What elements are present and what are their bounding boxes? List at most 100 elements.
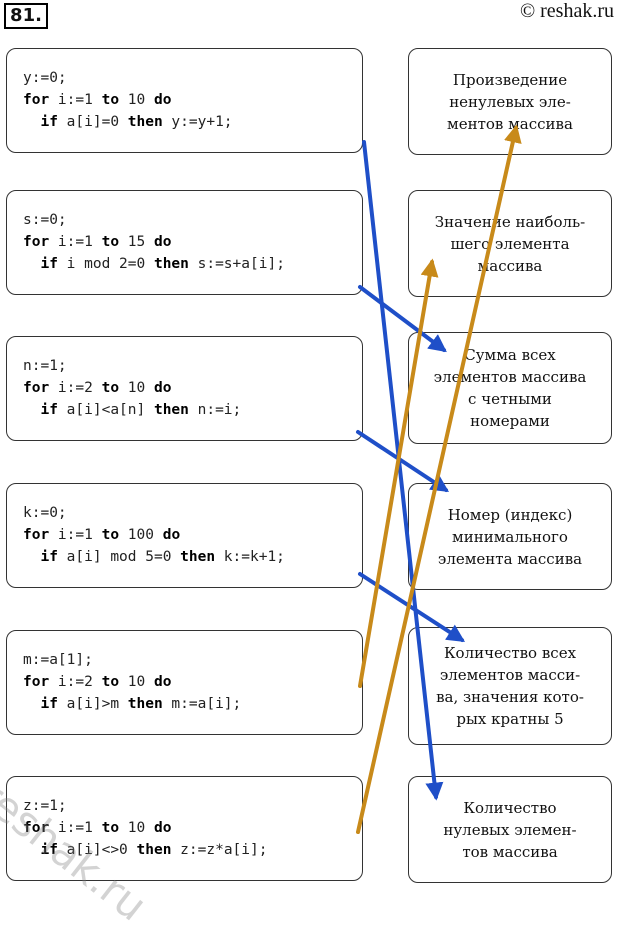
code-text: z:=1; [23,798,67,814]
watermark-top: © reshak.ru [519,0,614,22]
code-keyword: if [40,549,58,565]
description-line: нулевых элемен- [443,820,577,839]
code-keyword: do [153,234,172,250]
code-text: i:=2 [49,380,102,396]
code-text: 10 [119,674,154,690]
description-box-1: Произведение ненулевых эле-ментов массива [408,48,612,155]
description-line: тов массива [462,842,558,861]
code-keyword: to [101,527,120,543]
code-keyword: for [23,380,50,396]
code-line: m:=a[1]; [23,649,362,671]
code-line: z:=1; [23,795,362,817]
code-line: for i:=1 to 10 do [23,89,362,111]
code-keyword: for [23,674,50,690]
description-line: ва, значения кото- [436,688,584,706]
description-text: Количество нулевых элемен-тов массива [443,797,576,863]
code-line: s:=0; [23,209,362,231]
code-text [23,256,40,272]
description-line: ментов массива [447,114,573,133]
code-text: a[i]=0 [57,114,128,130]
description-line: минимального [452,527,568,546]
code-keyword: to [101,92,120,108]
code-text: 10 [119,820,154,836]
code-text [23,402,40,418]
code-line: if a[i] mod 5=0 then k:=k+1; [23,546,362,568]
code-keyword: for [23,820,50,836]
code-text: a[i]<a[n] [57,402,154,418]
description-text: Количество всех элементов масси-ва, значе… [436,642,584,730]
code-keyword: if [40,114,58,130]
description-line: массива [477,256,543,275]
code-keyword: then [153,402,189,418]
code-keyword: then [127,114,163,130]
code-line: if a[i]=0 then y:=y+1; [23,111,362,133]
code-keyword: if [40,402,58,418]
description-line: с четными [468,390,552,408]
code-keyword: then [153,256,189,272]
description-box-5: Количество всех элементов масси-ва, значе… [408,627,612,745]
description-line: элементов масси- [439,666,581,684]
code-keyword: if [40,256,58,272]
code-line: n:=1; [23,355,362,377]
code-keyword: do [153,820,172,836]
description-text: Произведение ненулевых эле-ментов массива [447,69,573,135]
description-text: Значение наиболь-шего элемента массива [435,211,585,277]
code-keyword: do [153,92,172,108]
code-line: for i:=1 to 10 do [23,817,362,839]
code-text: 10 [119,380,154,396]
code-text [23,696,40,712]
code-text: a[i] mod 5=0 [57,549,181,565]
code-text: 10 [119,92,154,108]
code-keyword: to [101,234,120,250]
code-keyword: for [23,92,50,108]
description-line: Количество [463,798,557,817]
description-line: ненулевых эле- [449,92,571,111]
description-line: элемента массива [437,549,583,568]
code-text: i:=1 [49,527,102,543]
code-text: n:=i; [188,402,242,418]
code-line: y:=0; [23,67,362,89]
code-keyword: to [101,380,120,396]
code-keyword: to [101,674,120,690]
code-block-4: k:=0; for i:=1 to 100 do if a[i] mod 5=0 … [6,483,363,588]
code-keyword: then [180,549,216,565]
code-text: i:=1 [49,234,102,250]
code-keyword: if [40,696,58,712]
task-number: 81. [4,3,48,29]
code-text: i:=1 [49,820,102,836]
code-keyword: then [136,842,172,858]
description-line: шего элемента [450,234,570,253]
code-text: i mod 2=0 [57,256,154,272]
code-line: if a[i]<>0 then z:=z*a[i]; [23,839,362,861]
code-text [23,114,40,130]
description-line: Количество всех [443,644,577,662]
code-line: if i mod 2=0 then s:=s+a[i]; [23,253,362,275]
code-block-6: z:=1; for i:=1 to 10 do if a[i]<>0 then z… [6,776,363,881]
code-line: for i:=2 to 10 do [23,377,362,399]
description-box-2: Значение наиболь-шего элемента массива [408,190,612,297]
code-block-3: n:=1;for i:=2 to 10 do if a[i]<a[n] then… [6,336,363,441]
description-line: элементов массива [433,368,587,386]
code-line: k:=0; [23,502,362,524]
code-line: if a[i]<a[n] then n:=i; [23,399,362,421]
description-line: Сумма всех [464,346,556,364]
code-text: k:=0; [23,505,67,521]
code-keyword: to [101,820,120,836]
code-text: 15 [119,234,154,250]
code-line: for i:=1 to 15 do [23,231,362,253]
code-block-1: y:=0;for i:=1 to 10 do if a[i]=0 then y:… [6,48,363,153]
description-line: Значение наиболь- [434,212,586,231]
code-text: m:=a[1]; [23,652,93,668]
code-text: z:=z*a[i]; [171,842,268,858]
code-keyword: do [153,380,172,396]
code-text: a[i]>m [57,696,128,712]
code-keyword: then [127,696,163,712]
code-text: 100 [119,527,163,543]
description-line: Произведение [452,70,568,89]
code-text [23,549,40,565]
code-line: for i:=1 to 100 do [23,524,362,546]
code-text: s:=0; [23,212,67,228]
